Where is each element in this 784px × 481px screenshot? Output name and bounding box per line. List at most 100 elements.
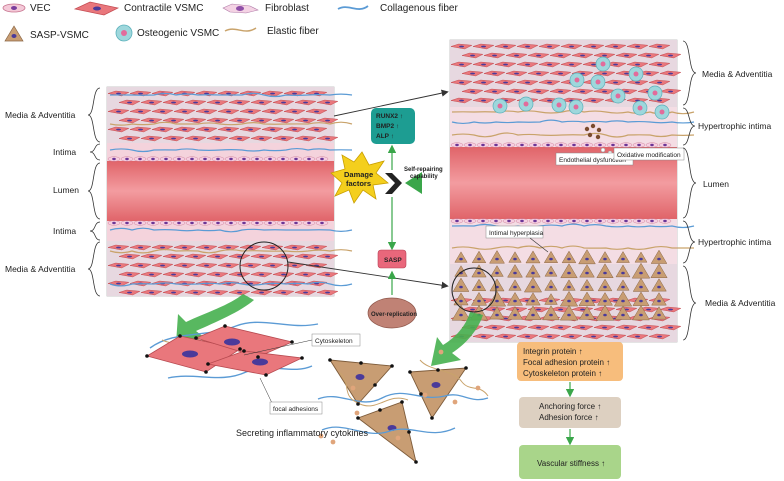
vsmc-nucleus [237,291,242,294]
vsmc-nucleus [635,45,640,48]
fiber [451,132,695,138]
arrow-to-right-bottom [287,261,449,289]
sasp-nucleus [477,257,481,261]
flow-box-stiffness [519,445,621,479]
endothelial-label: Endothelial dysfunction [559,157,626,164]
vec-nucleus [598,143,602,147]
sasp-cell [634,251,648,263]
osteogenic-nucleus [523,101,529,107]
vsmc-nucleus [127,119,132,122]
self-line1: Self-repairing [404,167,443,173]
sasp-nucleus [585,271,589,275]
vsmc-nucleus [481,335,486,338]
vsmc-nucleus [182,264,187,267]
vec-nucleus [294,221,298,225]
vsmc-nucleus [569,335,574,338]
vsmc-nucleus [646,54,651,57]
vsmc-nucleus [514,54,519,57]
vec-nucleus [255,157,259,161]
vsmc-nucleus [127,273,132,276]
vsmc-nucleus [292,264,297,267]
sasp-nucleus [459,285,463,289]
vsmc-nucleus [459,63,464,66]
vsmc-nucleus [259,255,264,258]
sasp-nucleus [513,313,517,317]
vsmc-nucleus [204,264,209,267]
vsmc-nucleus [668,90,673,93]
vsmc-nucleus [459,99,464,102]
vsmc-nucleus [237,137,242,140]
sasp-nucleus [639,313,643,317]
sasp-nucleus [495,271,499,275]
sasp-nucleus [531,313,535,317]
legend-osteogenic: Osteogenic VSMC [115,24,219,42]
vec-nucleus [533,143,537,147]
vec-nucleus [307,157,311,161]
zoom-sasp-cells: Secreting inflammatory cytokines [236,349,489,464]
sasp-nucleus [639,257,643,261]
fiber [109,281,353,287]
vsmc-nucleus [171,291,176,294]
sasp-nucleus [567,299,571,303]
vec-nucleus [650,143,654,147]
vec-nucleus [151,157,155,161]
right-endothelial-cells [450,142,672,224]
vec-nucleus [481,143,485,147]
focal-adhesion-dot [390,364,394,368]
osteogenic-nucleus [600,61,606,67]
sasp-nucleus [549,257,553,261]
legend-collagen: Collagenous fiber [337,3,458,14]
left-lumen-label: Lumen [53,185,79,195]
vsmc-nucleus [270,128,275,131]
flow-cytoskeleton: Cytoskeleton protein ↑ [523,369,602,378]
focal-adhesion-dot [436,368,440,372]
cytoskeleton-callout [311,333,361,347]
vec-nucleus [455,143,459,147]
sasp-nucleus [603,285,607,289]
vec-nucleus [268,157,272,161]
sasp-nucleus [585,285,589,289]
vsmc-nucleus [149,119,154,122]
osteogenic-nucleus [637,105,643,111]
fiber [167,365,313,379]
sasp-cell [560,263,578,279]
sasp-cell [451,304,471,321]
osteogenic-nucleus [615,93,621,99]
vec-nucleus [663,219,667,223]
vsmc-nucleus [558,308,563,311]
sasp-cell [490,265,504,277]
vsmc-nucleus [270,264,275,267]
vsmc-nucleus [580,90,585,93]
vec-nucleus [112,221,116,225]
vsmc-nucleus [182,110,187,113]
sasp-cell [544,265,558,277]
vsmc-nucleus [303,255,308,258]
sasp-nucleus [531,285,535,289]
focal-adhesion-dot [407,430,411,434]
vsmc-nucleus [160,264,165,267]
vsmc-nucleus [470,72,475,75]
damage-line2: factors [346,179,371,188]
vec-nucleus [203,221,207,225]
vsmc-nucleus [325,273,330,276]
sasp-cell [597,278,613,292]
legend-contractile-label: Contractile VSMC [124,3,203,14]
vsmc-nucleus [325,291,330,294]
osteogenic-nucleus [652,90,658,96]
left-intima-top-layer [107,143,334,161]
vec-nucleus [255,221,259,225]
vec-nucleus [177,221,181,225]
cytoskeleton-label: Cytoskeleton [315,338,353,345]
vsmc-nucleus [116,246,121,249]
focal-adhesion-dot [194,336,198,340]
vsmc-nucleus [138,246,143,249]
oxidative-callout [613,147,685,161]
vsmc-nucleus [248,110,253,113]
vsmc-nucleus [668,308,673,311]
sasp-cell [544,293,558,305]
vsmc-nucleus [215,119,220,122]
vsmc-nucleus [182,246,187,249]
vsmc-nucleus [503,63,508,66]
vsmc-nucleus [127,255,132,258]
sasp-nucleus [549,313,553,317]
